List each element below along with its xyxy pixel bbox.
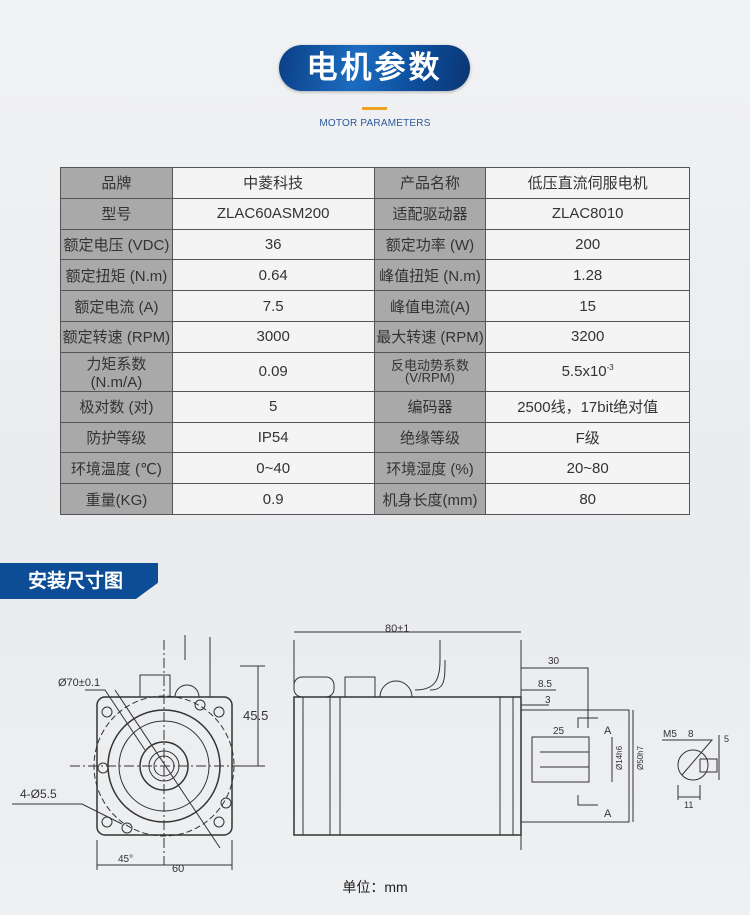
param-value: 5.5x10-3 xyxy=(485,351,690,392)
param-label: 防护等级 xyxy=(60,421,173,454)
param-value: 3000 xyxy=(171,320,375,353)
section-title-banner: 电机参数 xyxy=(279,45,470,91)
param-label: 环境温度 (℃) xyxy=(60,452,173,485)
dim-45-5: 45.5 xyxy=(243,708,268,723)
param-value: IP54 xyxy=(171,421,375,454)
param-label: 型号 xyxy=(60,197,173,230)
side-view xyxy=(293,631,634,850)
param-value: 2500线，17bit绝对值 xyxy=(485,390,690,423)
param-value: ZLAC60ASM200 xyxy=(171,197,375,230)
front-view xyxy=(12,635,265,870)
dim-length: 80±1 xyxy=(385,623,409,635)
param-label: 最大转速 (RPM) xyxy=(373,320,487,353)
dimension-section-title: 安装尺寸图 xyxy=(0,563,158,599)
dim-d70: Ø70±0.1 xyxy=(58,677,100,689)
param-value: 7.5 xyxy=(171,290,375,322)
param-label: 额定功率 (W) xyxy=(373,228,487,261)
dim-8-5: 8.5 xyxy=(538,679,552,690)
dim-11: 11 xyxy=(684,800,693,810)
param-value: 200 xyxy=(485,228,690,261)
param-label: 编码器 xyxy=(373,390,487,423)
param-label: 极对数 (对) xyxy=(60,390,173,423)
param-value: F级 xyxy=(485,421,690,454)
dim-8: 8 xyxy=(688,729,694,740)
dim-5: 5 xyxy=(724,734,729,744)
param-value: 3200 xyxy=(485,320,690,353)
param-label: 产品名称 xyxy=(373,167,487,199)
param-value: 36 xyxy=(171,228,375,261)
param-value: 0.9 xyxy=(171,483,375,515)
param-label: 峰值扭矩 (N.m) xyxy=(373,259,487,292)
section-subtitle: MOTOR PARAMETERS xyxy=(319,118,431,129)
section-a-top: A xyxy=(604,725,612,737)
param-label: 额定电流 (A) xyxy=(60,290,173,322)
param-label: 额定转速 (RPM) xyxy=(60,320,173,353)
param-value: 中菱科技 xyxy=(171,167,375,199)
unit-label: 单位：mm xyxy=(342,879,408,895)
dim-holes: 4-Ø5.5 xyxy=(20,787,57,801)
param-label: 重量(KG) xyxy=(60,483,173,515)
dim-30: 30 xyxy=(548,656,560,667)
param-value: 1.28 xyxy=(485,259,690,292)
dim-25: 25 xyxy=(553,726,565,737)
param-label: 适配驱动器 xyxy=(373,197,487,230)
dim-m5: M5 xyxy=(663,729,677,740)
dim-angle: 45° xyxy=(118,854,133,865)
param-value: 0.09 xyxy=(171,351,375,392)
param-label: 品牌 xyxy=(60,167,173,199)
table-row: 品牌中菱科技产品名称低压直流伺服电机 xyxy=(60,167,690,199)
section-a-bottom: A xyxy=(604,808,612,820)
param-label: 峰值电流(A) xyxy=(373,290,487,322)
exponent: -3 xyxy=(606,363,614,373)
param-label: 反电动势系数 (V/RPM) xyxy=(373,351,487,392)
accent-divider xyxy=(362,107,387,110)
shaft-section xyxy=(662,735,720,800)
dim-d50: Ø50h7 xyxy=(636,745,645,770)
dimension-drawing: Ø70±0.1 45.5 4-Ø5.5 45° 60 80±1 30 8.5 3… xyxy=(12,623,729,875)
param-value: 0.64 xyxy=(171,259,375,292)
param-value: 80 xyxy=(485,483,690,515)
param-label: 机身长度(mm) xyxy=(373,483,487,515)
dim-d14: Ø14h6 xyxy=(615,745,624,770)
dim-60: 60 xyxy=(172,863,184,875)
param-value: 0~40 xyxy=(171,452,375,485)
param-value: 15 xyxy=(485,290,690,322)
param-label: 力矩系数(N.m/A) xyxy=(60,351,173,392)
param-value: 20~80 xyxy=(485,452,690,485)
param-label: 环境湿度 (%) xyxy=(373,452,487,485)
dim-3: 3 xyxy=(545,695,551,706)
param-label: 额定电压 (VDC) xyxy=(60,228,173,261)
param-label: 绝缘等级 xyxy=(373,421,487,454)
param-value: 5 xyxy=(171,390,375,423)
param-value: ZLAC8010 xyxy=(485,197,690,230)
param-label: 额定扭矩 (N.m) xyxy=(60,259,173,292)
param-value: 低压直流伺服电机 xyxy=(485,167,690,199)
